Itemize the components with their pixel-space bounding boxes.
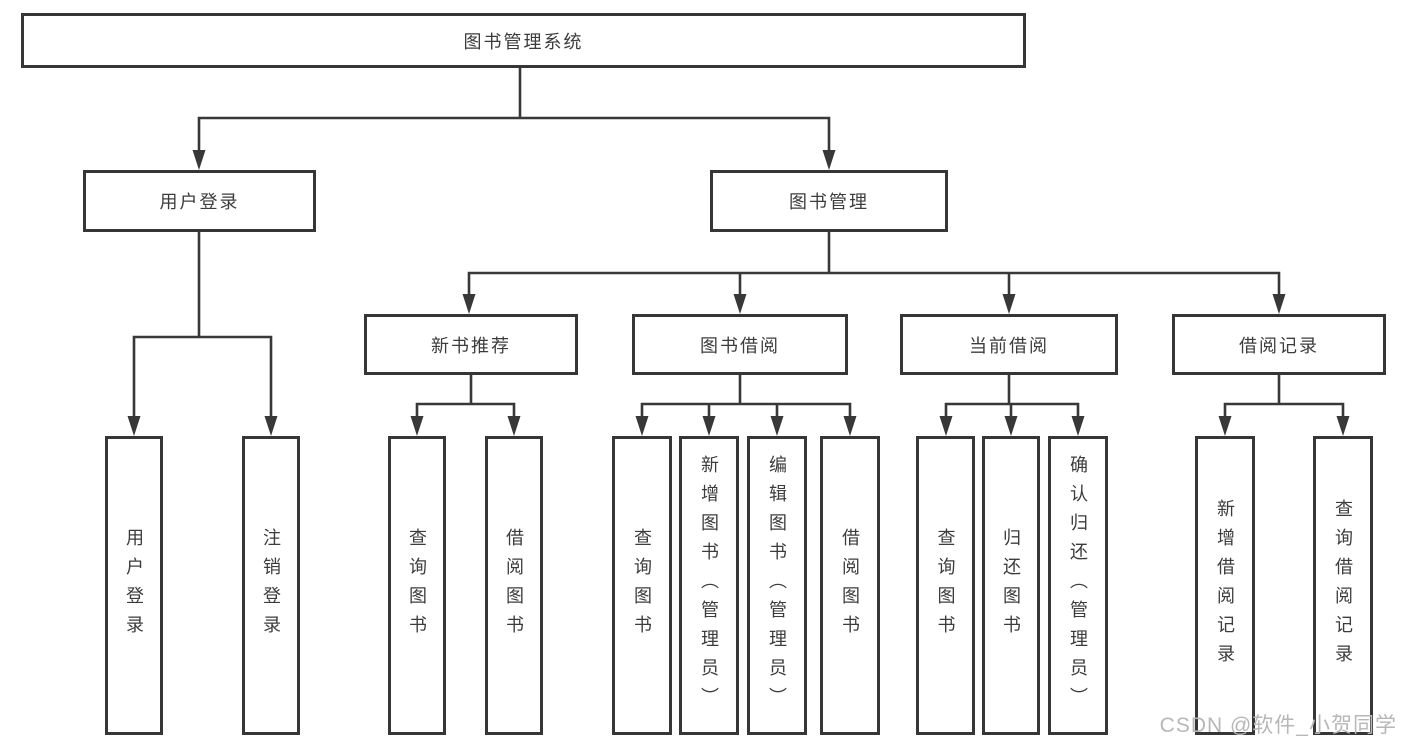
leaf-label: 新增借阅记录 <box>1215 498 1235 673</box>
leaf-user-login: 用户登录 <box>105 436 163 735</box>
node-label: 图书管理 <box>789 192 869 212</box>
arrowhead <box>1218 416 1232 436</box>
arrowhead <box>1004 416 1018 436</box>
leaf-return-books: 归还图书 <box>982 436 1040 735</box>
leaf-label: 查询图书 <box>407 527 427 644</box>
leaf-label: 查询借阅记录 <box>1333 498 1353 673</box>
arrowhead <box>939 416 953 436</box>
edge-login-bar <box>132 335 273 419</box>
arrowhead <box>410 416 424 436</box>
leaf-label: 新增图书（管理员） <box>699 455 719 716</box>
arrowhead <box>127 416 141 436</box>
leaf-borrow-books-borrowing: 借阅图书 <box>820 436 880 735</box>
arrowhead <box>462 294 476 314</box>
leaf-add-borrow-record: 新增借阅记录 <box>1195 436 1255 735</box>
node-label: 新书推荐 <box>431 335 511 356</box>
leaf-label: 借阅图书 <box>504 527 524 644</box>
arrowhead <box>702 416 716 436</box>
leaf-query-books-recommend: 查询图书 <box>388 436 446 735</box>
arrowhead <box>843 416 857 436</box>
node-current-borrowing: 当前借阅 <box>900 314 1118 375</box>
arrowhead <box>822 150 836 170</box>
arrowhead <box>507 416 521 436</box>
node-borrowing-records: 借阅记录 <box>1172 314 1386 375</box>
arrowhead <box>1336 416 1350 436</box>
leaf-query-books-current: 查询图书 <box>916 436 975 735</box>
leaf-add-book-admin: 新增图书（管理员） <box>679 436 739 735</box>
leaf-confirm-return-admin: 确认归还（管理员） <box>1048 436 1108 735</box>
csdn-watermark: CSDN @软件_小贺同学 <box>1159 714 1397 737</box>
leaf-logout: 注销登录 <box>242 436 300 735</box>
leaf-label: 编辑图书（管理员） <box>767 455 787 716</box>
leaf-borrow-books-recommend: 借阅图书 <box>485 436 543 735</box>
arrowhead <box>770 416 784 436</box>
arrowhead <box>264 416 278 436</box>
node-book-borrowing: 图书借阅 <box>632 314 848 375</box>
node-label: 借阅记录 <box>1239 335 1319 356</box>
leaf-query-borrow-record: 查询借阅记录 <box>1313 436 1373 735</box>
leaf-label: 归还图书 <box>1001 527 1021 644</box>
node-label: 图书管理系统 <box>463 31 584 52</box>
leaf-edit-book-admin: 编辑图书（管理员） <box>747 436 807 735</box>
edge-root-bar <box>197 116 831 153</box>
leaf-query-books-borrowing: 查询图书 <box>612 436 672 735</box>
arrowhead <box>733 294 747 314</box>
leaf-label: 查询图书 <box>935 527 956 644</box>
node-book-management: 图书管理 <box>710 170 948 232</box>
node-label: 当前借阅 <box>969 335 1049 356</box>
node-label: 图书借阅 <box>700 335 780 356</box>
arrowhead <box>1002 294 1016 314</box>
leaf-label: 确认归还（管理员） <box>1068 455 1088 716</box>
arrowhead <box>192 150 206 170</box>
node-label: 用户登录 <box>159 192 240 212</box>
leaf-label: 借阅图书 <box>840 527 860 644</box>
arrowhead <box>1071 416 1085 436</box>
leaf-label: 用户登录 <box>124 527 144 644</box>
node-new-book-recommendation: 新书推荐 <box>364 314 578 375</box>
node-user-login: 用户登录 <box>83 170 316 232</box>
leaf-label: 查询图书 <box>632 527 652 644</box>
node-library-management-system: 图书管理系统 <box>21 13 1026 68</box>
arrowhead <box>1272 294 1286 314</box>
arrowhead <box>635 416 649 436</box>
leaf-label: 注销登录 <box>261 527 281 644</box>
edge-mgmt-bar <box>467 271 1281 297</box>
